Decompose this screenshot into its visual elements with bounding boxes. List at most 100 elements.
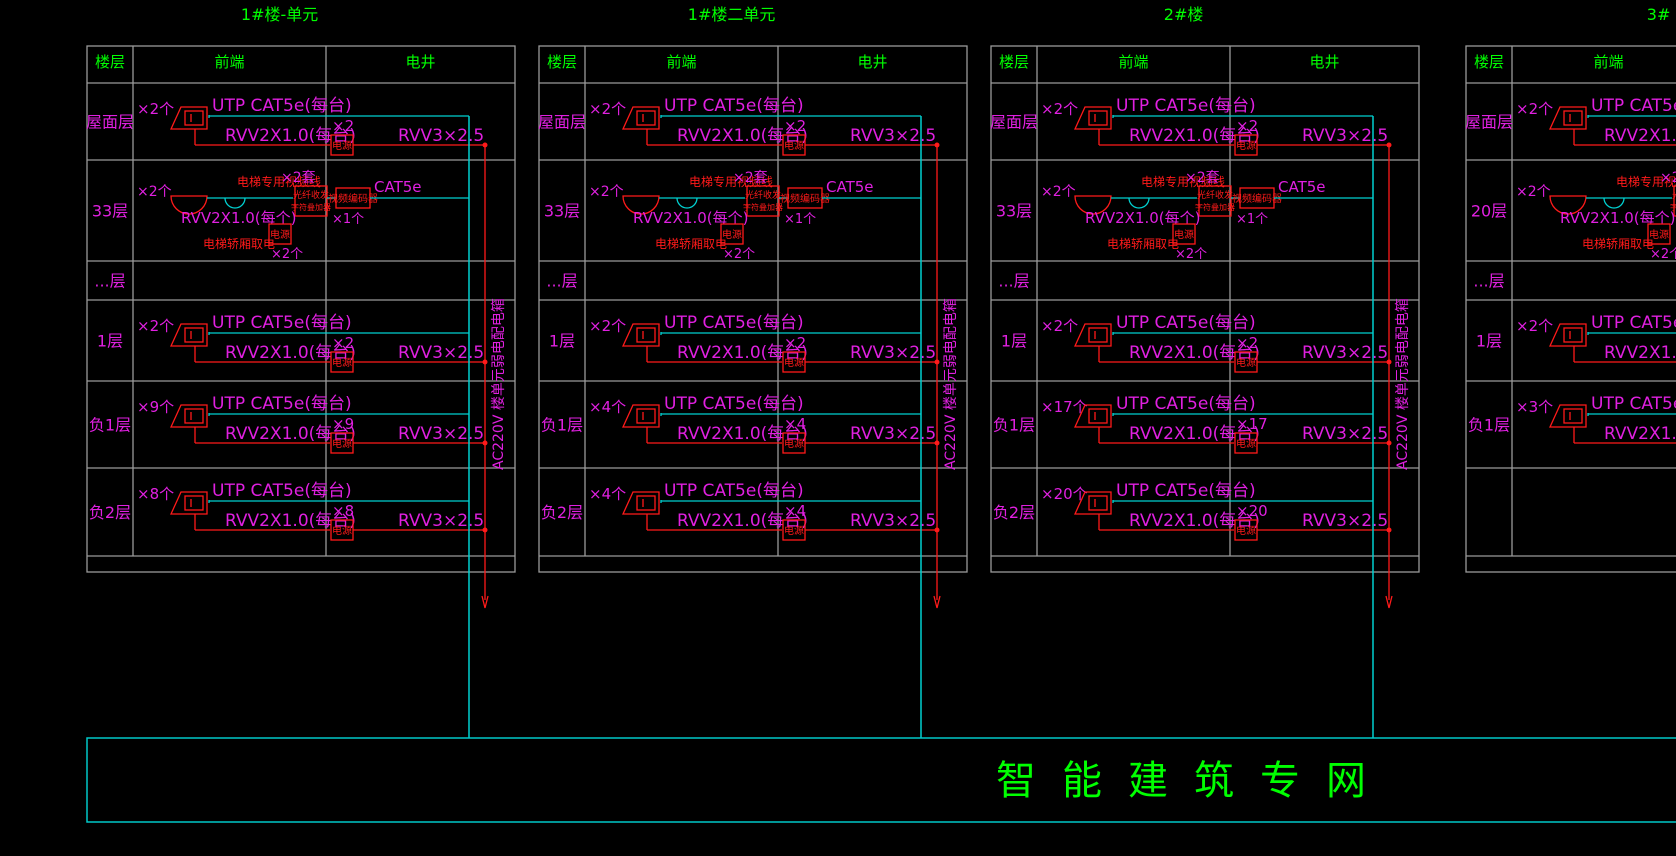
- unit3-cable-loop-icon: [1128, 197, 1150, 209]
- unit4-camera-icon: [1548, 106, 1587, 130]
- unit2-encoder-label: 视频编码器: [780, 192, 830, 205]
- unit3-header-front: 前端: [1118, 53, 1148, 71]
- unit1-power-box-label: 电源: [332, 524, 352, 537]
- unit1-header-floor: 楼层: [95, 53, 125, 71]
- unit1-qty: ×2个: [137, 317, 174, 335]
- unit1-floor-label: ...层: [94, 272, 125, 291]
- unit2-qty: ×4个: [589, 485, 626, 503]
- unit3-elev-rvv-label: RVV2X1.0(每个): [1085, 209, 1201, 227]
- unit3-floor-label: 负2层: [993, 503, 1035, 522]
- unit2-cat5e-label: CAT5e: [826, 178, 874, 196]
- unit3-frame: [990, 45, 1420, 573]
- unit3-title: 2#楼: [1164, 5, 1204, 24]
- unit1-power-supply-label: AC220V 楼单元弱电配电箱: [491, 298, 507, 470]
- unit1-utp-label: UTP CAT5e(每台): [212, 96, 352, 116]
- unit2-rvv3-label: RVV3×2.5: [850, 343, 936, 363]
- unit2-cable-loop-icon: [676, 197, 698, 209]
- unit2-camera-icon: [621, 491, 660, 515]
- unit1-rvv2-label: RVV2X1.0(每台): [225, 126, 356, 146]
- unit3-camera-icon: [1073, 106, 1112, 130]
- unit1-riser-qty: ×2: [332, 334, 354, 352]
- unit3-elev-2set: ×2套: [1185, 170, 1220, 186]
- unit3-rvv3-label: RVV3×2.5: [1302, 424, 1388, 444]
- unit1-encoder-label: 视频编码器: [328, 192, 378, 205]
- unit2-rvv2-label: RVV2X1.0(每台): [677, 511, 808, 531]
- unit3-encoder-qty: ×1个: [1236, 212, 1268, 227]
- unit2-frame: [538, 45, 968, 573]
- unit2-power-box-label: 电源: [784, 437, 804, 450]
- unit1-power-box-label: 电源: [332, 437, 352, 450]
- unit1-camera-body-icon: [184, 495, 204, 511]
- unit2-rvv2-label: RVV2X1.0(每台): [677, 424, 808, 444]
- unit2-riser-qty: ×4: [784, 502, 806, 520]
- unit4-camera-body-icon: [1563, 110, 1583, 126]
- unit1-encoder-qty: ×1个: [332, 212, 364, 227]
- unit2-encoder-qty: ×1个: [784, 212, 816, 227]
- unit4-rvv2-label: RVV2X1.0(每台): [1604, 424, 1676, 444]
- unit4-camera-body-icon: [1563, 408, 1583, 424]
- unit2-floor-label: ...层: [546, 272, 577, 291]
- unit1-floor-label: 负2层: [89, 503, 131, 522]
- unit1-camera-body-icon: [184, 327, 204, 343]
- unit4-floor-label: 屋面层: [1465, 113, 1513, 132]
- unit2-header-shaft: 电井: [857, 53, 887, 71]
- unit3-elev-cable-label: 电梯专用视频线: [1141, 174, 1225, 189]
- unit2-camera-body-icon: [636, 408, 656, 424]
- unit1-rvv3-label: RVV3×2.5: [398, 126, 484, 146]
- unit2-floor-label: 负2层: [541, 503, 583, 522]
- network-label: 智能建筑专网: [996, 758, 1392, 804]
- unit1-qty: ×2个: [137, 100, 174, 118]
- unit1-qty: ×9个: [137, 398, 174, 416]
- unit3-floor-label: 负1层: [993, 416, 1035, 435]
- unit2-camera-icon: [621, 323, 660, 347]
- unit4-elev-2set: ×2套: [1660, 170, 1676, 186]
- unit4-elev-rvv-label: RVV2X1.0(每个): [1560, 209, 1676, 227]
- unit1-transmitter-label2: 字符叠加器: [291, 202, 331, 212]
- unit1-floor-label: 屋面层: [86, 113, 134, 132]
- unit3-power-box-label: 电源: [1236, 524, 1256, 537]
- unit1-elev-2set: ×2套: [281, 170, 316, 186]
- unit2-rvv3-label: RVV3×2.5: [850, 424, 936, 444]
- unit3-qty: ×17个: [1041, 398, 1088, 416]
- unit2-power-arrow-icon: [933, 595, 941, 609]
- unit4-floor-label: 20层: [1471, 202, 1507, 221]
- unit4-utp-label: UTP CAT5e(每台): [1591, 96, 1676, 116]
- unit3-elev-power-box: [1172, 223, 1196, 245]
- unit4-transmitter-label2: 字符叠加器: [1670, 202, 1676, 212]
- unit3-utp-label: UTP CAT5e(每台): [1116, 313, 1256, 333]
- unit1-riser-qty: ×2: [332, 117, 354, 135]
- unit1-elev-power-label: 电梯轿厢取电: [203, 236, 275, 251]
- unit2-camera-icon: [621, 106, 660, 130]
- unit2-dome-camera-icon: [622, 195, 660, 215]
- unit4-elev-power-box: [1647, 223, 1671, 245]
- unit3-floor-label: 33层: [996, 202, 1032, 221]
- unit2-elev-power-box-label: 电源: [722, 228, 742, 241]
- unit2-transmitter-label2: 字符叠加器: [743, 202, 783, 212]
- unit2-camera-icon: [621, 404, 660, 428]
- unit1-frame: [86, 45, 516, 573]
- unit4-elev-cable-label: 电梯专用视频线: [1616, 174, 1676, 189]
- unit1-elev-rvv-label: RVV2X1.0(每个): [181, 209, 297, 227]
- unit1-power-box-label: 电源: [332, 139, 352, 152]
- unit2-rvv2-label: RVV2X1.0(每台): [677, 343, 808, 363]
- unit3-rvv2-label: RVV2X1.0(每台): [1129, 511, 1260, 531]
- unit4-rvv2-label: RVV2X1.0(每台): [1604, 343, 1676, 363]
- unit3-encoder-label: 视频编码器: [1232, 192, 1282, 205]
- unit3-qty: ×2个: [1041, 317, 1078, 335]
- unit3-transmitter-label2: 字符叠加器: [1195, 202, 1235, 212]
- unit1-power-arrow-icon: [481, 595, 489, 609]
- unit1-title: 1#楼-单元: [241, 5, 318, 24]
- unit4-header-floor: 楼层: [1474, 53, 1504, 71]
- unit3-rvv3-label: RVV3×2.5: [1302, 343, 1388, 363]
- unit2-junction-dot: [934, 142, 940, 148]
- unit2-floor-label: 33层: [544, 202, 580, 221]
- unit4-elev-power-box-label: 电源: [1649, 228, 1669, 241]
- unit4-qty: ×3个: [1516, 398, 1553, 416]
- unit1-camera-icon: [169, 323, 208, 347]
- unit1-transmitter-box: [294, 185, 328, 217]
- unit3-qty: ×2个: [1041, 100, 1078, 118]
- unit2-floor-label: 负1层: [541, 416, 583, 435]
- unit3-camera-body-icon: [1088, 408, 1108, 424]
- unit3-riser-qty: ×2: [1236, 334, 1258, 352]
- unit1-floor-label: 33层: [92, 202, 128, 221]
